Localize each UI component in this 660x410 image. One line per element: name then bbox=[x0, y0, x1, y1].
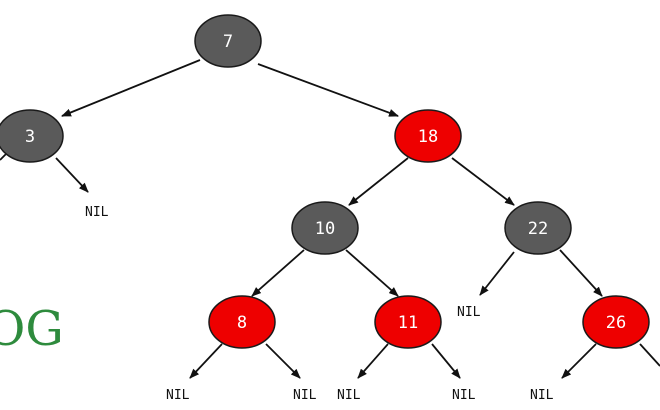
node-3-label: 3 bbox=[25, 127, 35, 147]
edge-8-nil-left bbox=[189, 343, 223, 379]
node-22: 22 bbox=[504, 201, 572, 255]
node-18-circle bbox=[394, 109, 462, 163]
node-8: 8 bbox=[208, 295, 276, 349]
nil-leaf-11-right: NIL bbox=[452, 388, 476, 403]
edge-26-nil-left bbox=[561, 343, 597, 379]
geeksforgeeks-logo: OG bbox=[0, 301, 64, 357]
edge-22-26 bbox=[559, 249, 603, 297]
node-26: 26 bbox=[582, 295, 650, 349]
edge-11-nil-right bbox=[431, 343, 461, 379]
node-8-label: 8 bbox=[237, 313, 247, 333]
node-22-label: 22 bbox=[528, 219, 548, 239]
node-7: 7 bbox=[194, 14, 262, 68]
node-7-circle bbox=[194, 14, 262, 68]
nil-leaf-8-right: NIL bbox=[293, 388, 317, 403]
nil-leaf-11-left: NIL bbox=[337, 388, 361, 403]
edge-7-3 bbox=[61, 59, 201, 117]
node-10-label: 10 bbox=[315, 219, 335, 239]
edge-3-nil bbox=[55, 157, 89, 193]
tree-edges bbox=[61, 59, 603, 297]
nil-leaf-22-left: NIL bbox=[457, 305, 481, 320]
node-10-circle bbox=[291, 201, 359, 255]
edge-10-11 bbox=[345, 249, 399, 297]
edge-18-10 bbox=[348, 157, 409, 206]
node-26-circle bbox=[582, 295, 650, 349]
nil-leaf-26-left: NIL bbox=[530, 388, 554, 403]
node-18: 18 bbox=[394, 109, 462, 163]
node-8-circle bbox=[208, 295, 276, 349]
node-18-label: 18 bbox=[418, 127, 438, 147]
node-3: 3 bbox=[0, 109, 64, 163]
node-7-label: 7 bbox=[223, 32, 233, 52]
nil-leaf-3-right: NIL bbox=[85, 205, 109, 220]
node-11-label: 11 bbox=[398, 313, 418, 333]
node-26-label: 26 bbox=[606, 313, 626, 333]
node-10: 10 bbox=[291, 201, 359, 255]
nil-leaf-8-left: NIL bbox=[166, 388, 190, 403]
edge-8-nil-right bbox=[265, 343, 301, 379]
edge-7-18 bbox=[257, 63, 399, 117]
edge-11-nil-left bbox=[357, 343, 389, 379]
edge-22-nil bbox=[479, 251, 515, 296]
node-22-circle bbox=[504, 201, 572, 255]
edge-26-right-partial bbox=[639, 343, 660, 367]
edge-10-8 bbox=[251, 249, 305, 297]
edge-18-22 bbox=[451, 157, 515, 206]
nil-edges bbox=[0, 149, 660, 379]
node-11: 11 bbox=[374, 295, 442, 349]
node-3-circle bbox=[0, 109, 64, 163]
node-11-circle bbox=[374, 295, 442, 349]
